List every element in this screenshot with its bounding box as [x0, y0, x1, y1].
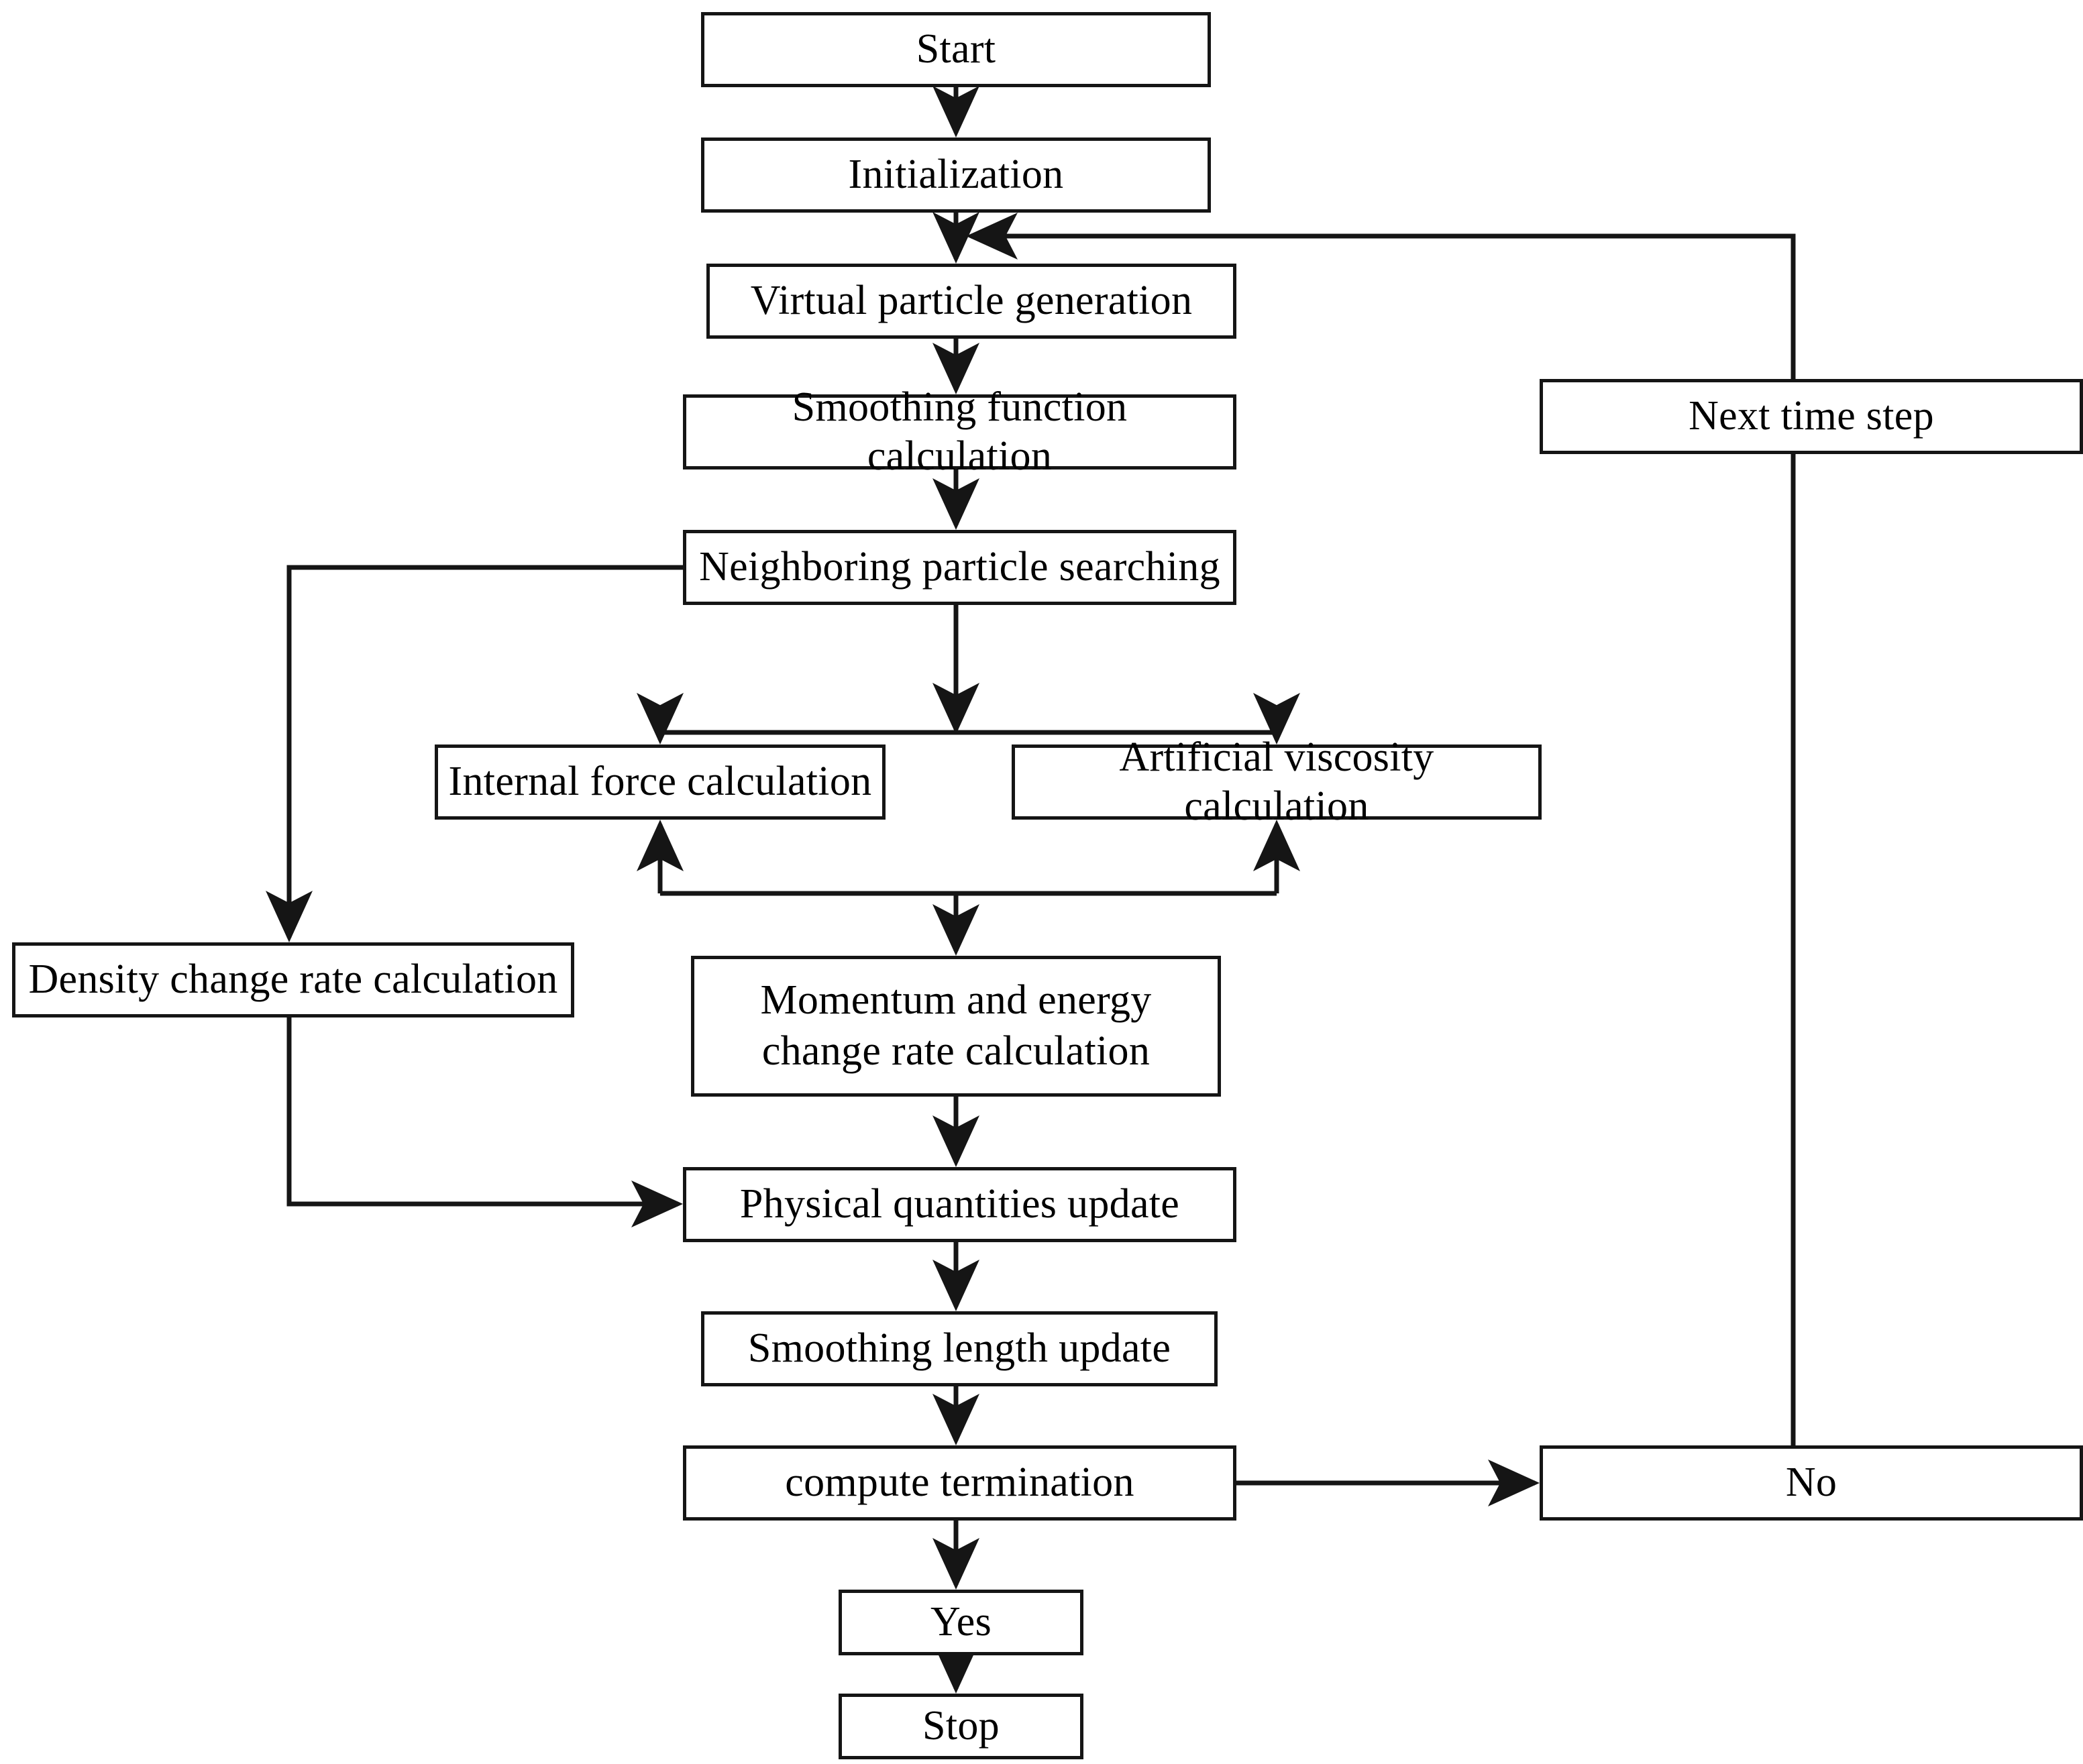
edge-neighbor-to-density [266, 565, 683, 942]
node-neighboring-particle-searching[interactable]: Neighboring particle searching [683, 530, 1236, 605]
node-stop-label: Stop [922, 1703, 1000, 1749]
node-no-label: No [1785, 1459, 1837, 1506]
node-density-change-rate-calculation-label: Density change rate calculation [28, 956, 558, 1003]
node-internal-force-calculation-label: Internal force calculation [448, 759, 872, 805]
node-smoothing-function-calculation-label: Smoothing function calculation [792, 384, 1128, 479]
node-smoothing-function-calculation[interactable]: Smoothing function calculation [683, 384, 1236, 479]
node-initialization[interactable]: Initialization [701, 137, 1211, 213]
node-smoothing-length-update[interactable]: Smoothing length update [701, 1311, 1218, 1386]
node-internal-force-calculation[interactable]: Internal force calculation [435, 745, 886, 820]
node-virtual-particle-generation[interactable]: Virtual particle generation [706, 264, 1236, 339]
node-artificial-viscosity-calculation[interactable]: Artificial viscosity calculation [1012, 734, 1542, 829]
edge-density-to-physical [286, 1017, 683, 1227]
node-yes[interactable]: Yes [839, 1590, 1083, 1655]
node-compute-termination-label: compute termination [785, 1459, 1134, 1506]
node-start[interactable]: Start [701, 12, 1211, 87]
node-density-change-rate-calculation[interactable]: Density change rate calculation [12, 942, 574, 1017]
node-next-time-step-label: Next time step [1689, 393, 1934, 439]
node-artificial-viscosity-calculation-label: Artificial viscosity calculation [1119, 734, 1434, 829]
node-start-label: Start [916, 26, 996, 72]
node-virtual-particle-generation-label: Virtual particle generation [750, 278, 1193, 324]
node-stop[interactable]: Stop [839, 1694, 1083, 1759]
node-physical-quantities-update[interactable]: Physical quantities update [683, 1167, 1236, 1242]
node-compute-termination[interactable]: compute termination [683, 1445, 1236, 1521]
node-no[interactable]: No [1540, 1445, 2083, 1521]
edge-feedback-loop [966, 213, 1796, 1445]
node-initialization-label: Initialization [848, 152, 1064, 198]
node-next-time-step[interactable]: Next time step [1540, 379, 2083, 454]
node-physical-quantities-update-label: Physical quantities update [739, 1181, 1180, 1227]
node-yes-label: Yes [930, 1599, 992, 1645]
node-neighboring-particle-searching-label: Neighboring particle searching [699, 544, 1220, 590]
node-smoothing-length-update-label: Smoothing length update [747, 1325, 1171, 1372]
